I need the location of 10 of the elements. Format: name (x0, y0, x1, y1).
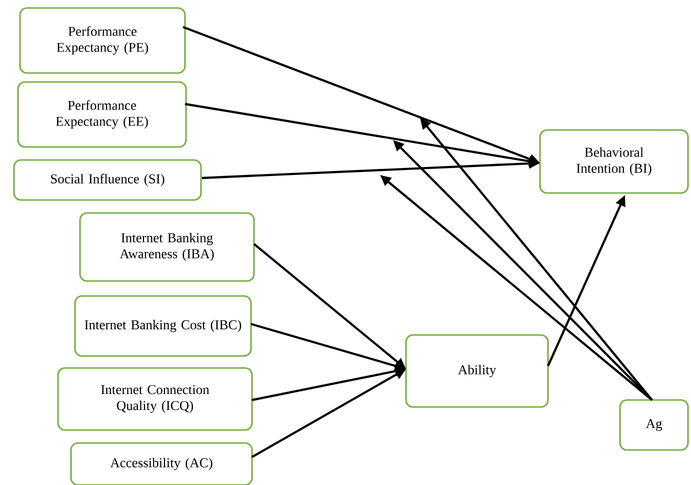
concept-box: Internet Connection Quality (ICQ) (57, 367, 253, 431)
concept-box: Behavioral Intention (BI) (539, 129, 689, 194)
concept-box: Ability (405, 334, 549, 408)
concept-box: Performance Expectancy (PE) (19, 7, 186, 74)
concept-box: Accessibility (AC) (70, 442, 253, 485)
concept-box: Performance Expectancy (EE) (17, 81, 187, 148)
concept-box: Internet Banking Awareness (IBA) (79, 212, 255, 282)
concept-box: Internet Banking Cost (IBC) (74, 295, 252, 357)
concept-box: Social Influence (SI) (13, 159, 202, 201)
concept-box: Ag (619, 399, 689, 451)
